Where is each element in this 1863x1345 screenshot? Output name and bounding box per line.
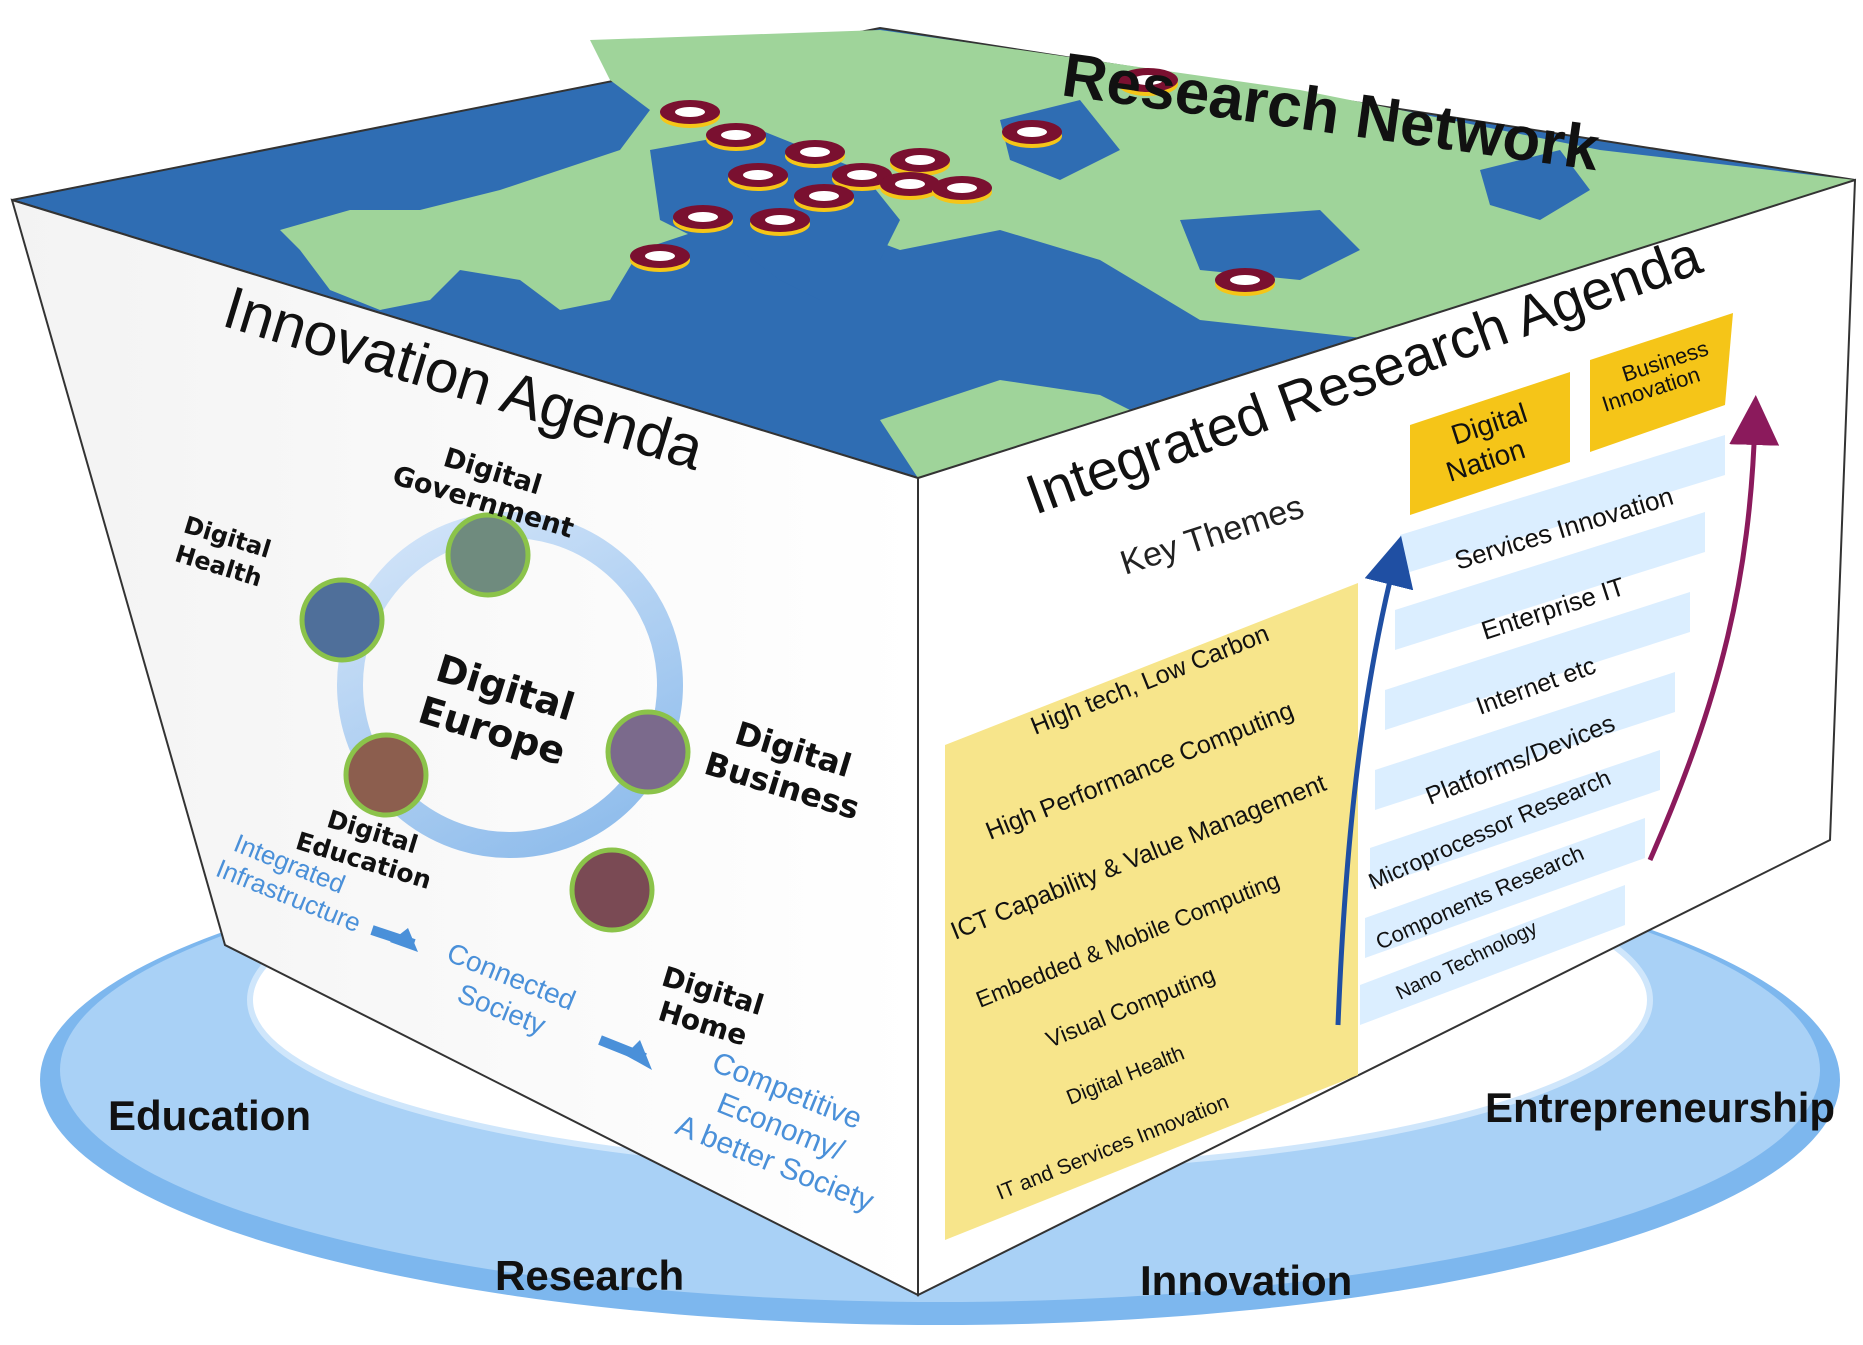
- stack-bars: [1360, 435, 1725, 1025]
- photo-digital-education: [343, 732, 429, 818]
- photo-digital-business: [605, 709, 691, 795]
- network-node-marker: [673, 205, 733, 233]
- base-label-research: Research: [495, 1252, 684, 1299]
- photo-digital-government: [445, 512, 531, 598]
- network-node-marker: [880, 172, 940, 200]
- base-labels: Education Research Innovation Entreprene…: [108, 1084, 1835, 1304]
- network-node-marker: [630, 244, 690, 272]
- base-label-education: Education: [108, 1092, 311, 1139]
- network-node-marker: [1002, 120, 1062, 148]
- arrow-blue: [1335, 535, 1414, 1026]
- flow-arrow-2-shaft: [598, 1035, 647, 1063]
- left-face: Innovation Agenda Digital Europe Digital…: [10, 198, 919, 1297]
- network-node-marker: [1118, 68, 1178, 96]
- network-node-marker: [794, 184, 854, 212]
- network-node-marker: [785, 140, 845, 168]
- network-node-marker: [890, 148, 950, 176]
- stack-bar: [1360, 885, 1625, 1025]
- network-node-marker: [932, 176, 992, 204]
- node-photos: [299, 512, 691, 933]
- network-node-marker: [1215, 268, 1275, 296]
- base-label-entrepreneurship: Entrepreneurship: [1485, 1084, 1835, 1131]
- stack-bar: [1375, 672, 1675, 810]
- right-face: Integrated Research Agenda Key Themes Hi…: [917, 178, 1857, 1297]
- arrow-purple: [1647, 395, 1780, 862]
- photo-digital-health: [299, 577, 385, 663]
- network-node-marker: [728, 163, 788, 191]
- badge-business-innovation: Business Innovation: [1590, 313, 1733, 452]
- top-face-map: Research Network: [11, 26, 1856, 480]
- stack-bar: [1385, 592, 1690, 730]
- network-node-marker: [660, 100, 720, 128]
- stack-bar: [1365, 818, 1645, 958]
- badge-digital-nation: Digital Nation: [1410, 372, 1570, 515]
- photo-digital-home: [569, 847, 655, 933]
- network-node-marker: [750, 208, 810, 236]
- stack-bar: [1370, 750, 1660, 888]
- flow-arrow-1-shaft: [370, 925, 416, 949]
- themes-box: [945, 583, 1358, 1240]
- stack-bar: [1395, 512, 1705, 650]
- network-node-marker: [706, 123, 766, 151]
- stack-bar: [1400, 435, 1725, 575]
- network-nodes: [630, 68, 1275, 296]
- base-label-innovation: Innovation: [1140, 1257, 1352, 1304]
- network-node-marker: [832, 163, 892, 191]
